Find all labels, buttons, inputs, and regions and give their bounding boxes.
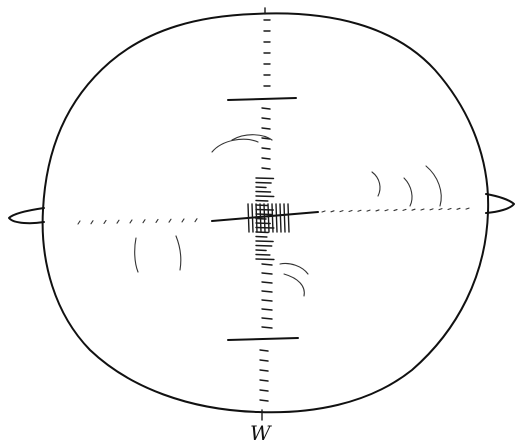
center-vertical-tick — [256, 204, 257, 232]
horizontal-axis-dot — [358, 210, 361, 211]
center-hatch-dash — [256, 205, 267, 206]
vertical-axis-dash — [262, 273, 272, 274]
vertical-axis-dash — [262, 282, 272, 283]
horizontal-axis-dot — [322, 211, 325, 212]
right-lug — [486, 194, 514, 213]
left-lug — [9, 208, 44, 223]
center-hatch-dash — [256, 192, 271, 193]
horizontal-axis-dot — [457, 208, 460, 209]
horizontal-axis-dot — [91, 221, 93, 224]
hatch-marks — [78, 20, 469, 401]
horizontal-axis-dot — [448, 208, 451, 209]
horizontal-axis-dot — [466, 208, 469, 209]
center-hatch-dash — [256, 246, 272, 247]
horizontal-axis-dot — [130, 220, 132, 223]
horizontal-axis-dot — [439, 209, 442, 210]
vertical-axis-dash — [262, 318, 272, 319]
horizontal-axis-dot — [143, 220, 145, 223]
vertical-axis-dash — [262, 291, 272, 292]
horizontal-axis-dot — [412, 209, 415, 210]
horizontal-axis-dot — [331, 211, 334, 212]
horizontal-axis-dot — [349, 210, 352, 211]
horizontal-axis-dot — [169, 219, 171, 222]
center-hatch-dash — [256, 178, 274, 179]
body-outline — [43, 13, 489, 412]
center-hatch-dash — [256, 237, 267, 238]
vertical-axis-dash — [262, 300, 272, 301]
center-hatch-dash — [256, 241, 273, 242]
horizontal-axis-dot — [403, 209, 406, 210]
vertical-axis-dash — [262, 158, 270, 159]
horizontal-axis-dot — [376, 210, 379, 211]
center-hatch-dash — [256, 232, 268, 233]
horizontal-axis-dot — [367, 210, 370, 211]
horizontal-axis-dot — [430, 209, 433, 210]
center-vertical-tick — [284, 204, 285, 232]
horizontal-axis-dot — [340, 211, 343, 212]
center-vertical-tick — [264, 204, 265, 232]
upper-reference-bar — [228, 98, 296, 100]
center-vertical-tick — [280, 204, 281, 232]
lower-reference-bar — [228, 338, 298, 340]
vertical-axis-dash — [262, 327, 272, 328]
vertical-axis-dash — [262, 148, 270, 149]
horizontal-axis-dot — [117, 220, 119, 223]
vertical-axis-dash — [260, 370, 268, 371]
horizontal-axis-dot — [156, 219, 158, 222]
vertical-axis-dash — [260, 380, 268, 381]
center-vertical-tick — [260, 204, 261, 232]
center-hatch-dash — [256, 259, 274, 260]
horizontal-axis-dot — [182, 219, 184, 222]
center-vertical-tick — [276, 204, 277, 232]
center-vertical-tick — [272, 204, 273, 232]
horizontal-axis-dot — [195, 219, 197, 222]
vertical-axis-dash — [262, 108, 270, 109]
horizontal-axis-dot — [385, 210, 388, 211]
horizontal-axis-dot — [104, 220, 106, 223]
center-vertical-tick — [288, 204, 289, 232]
vertical-axis-dash — [262, 264, 272, 265]
horizontal-axis-dot — [78, 221, 80, 224]
vertical-axis-dash — [262, 128, 270, 129]
horizontal-axis-dot — [421, 209, 424, 210]
center-hatch-dash — [256, 255, 270, 256]
vertical-axis-dash — [262, 168, 270, 169]
bottom-label: W — [250, 421, 272, 444]
center-vertical-tick — [252, 204, 253, 232]
center-hatch-dash — [256, 196, 274, 197]
horizontal-axis-dot — [394, 210, 397, 211]
center-hatch-dash — [256, 201, 268, 202]
vertical-axis-dash — [260, 400, 268, 401]
center-vertical-tick — [248, 204, 249, 232]
vertical-axis-dash — [260, 360, 268, 361]
vertical-axis-dash — [262, 309, 272, 310]
center-hatch-dash — [256, 183, 271, 184]
vertical-axis-dash — [260, 350, 268, 351]
vertical-axis-dash — [262, 118, 270, 119]
vertical-axis-dash — [260, 390, 268, 391]
center-hatch-dash — [256, 187, 266, 188]
center-vertical-tick — [268, 204, 269, 232]
center-hatch-dash — [256, 250, 266, 251]
